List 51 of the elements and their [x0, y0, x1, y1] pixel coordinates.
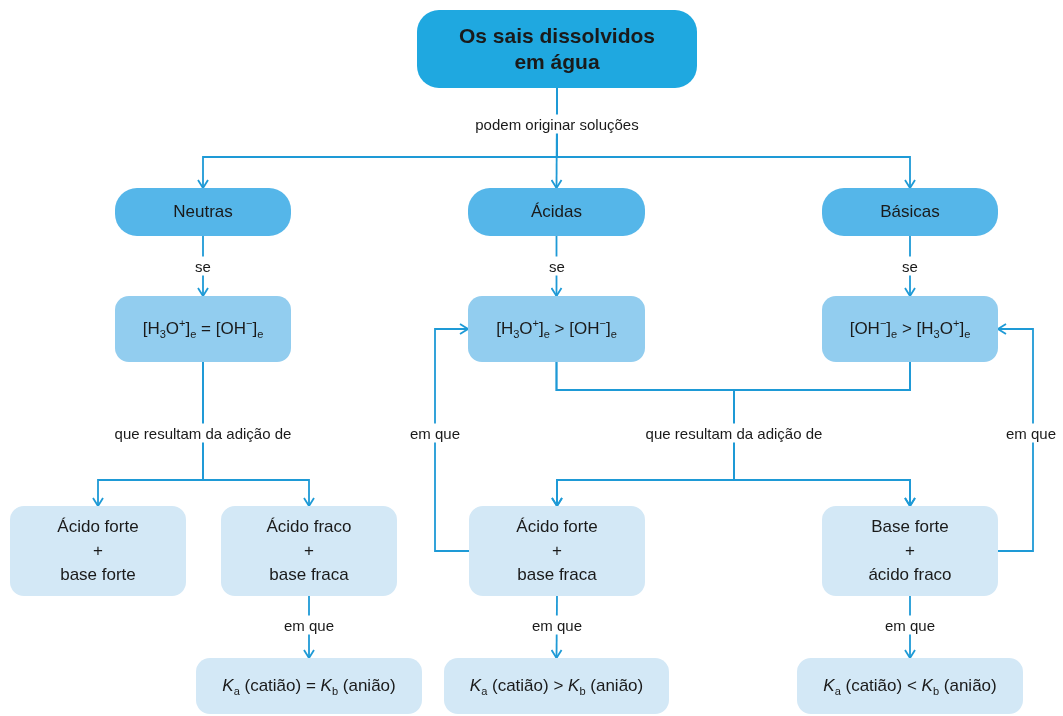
rounded-box — [822, 188, 998, 236]
rounded-box — [221, 506, 397, 596]
node-text: base fraca — [517, 563, 597, 586]
node-text: Ácidas — [531, 201, 582, 224]
edge-label: em que — [882, 615, 938, 635]
node-text: Neutras — [173, 201, 233, 224]
rounded-box — [444, 658, 669, 714]
node-text: [H$_{3}$O$^{+}$]$_{e}$ = [OH$^{−}$]$_{e}$ — [142, 317, 264, 341]
arrow — [434, 323, 470, 552]
title-box — [417, 10, 697, 88]
edge-label: se — [899, 256, 921, 276]
node-text: base fraca — [269, 563, 349, 586]
rounded-box — [10, 506, 186, 596]
rounded-box — [468, 296, 645, 362]
edge-label: se — [546, 256, 568, 276]
node-text: Base forte — [871, 516, 949, 539]
rounded-box — [115, 188, 291, 236]
node-text: [H$_{3}$O$^{+}$]$_{e}$ > [OH$^{−}$]$_{e}$ — [496, 317, 617, 341]
node-text: Ácido fraco — [266, 516, 352, 539]
edge-label: em que — [1003, 423, 1059, 443]
node-text: K$_{a}$ (catião) > K$_{b}$ (anião) — [469, 675, 644, 698]
node-text: + — [905, 540, 915, 563]
rounded-box — [469, 506, 645, 596]
node-text: ácido fraco — [868, 563, 952, 586]
node-text: base forte — [60, 563, 136, 586]
arrow — [202, 361, 315, 507]
rounded-box — [468, 188, 645, 236]
node-text: [OH$^{−}$]$_{e}$ > [H$_{3}$O$^{+}$]$_{e}$ — [849, 317, 971, 341]
rounded-box — [115, 296, 291, 362]
rounded-box — [822, 296, 998, 362]
rounded-box — [822, 506, 998, 596]
node-text: Ácido forte — [516, 516, 598, 539]
rounded-box — [797, 658, 1023, 714]
node-text: + — [93, 540, 103, 563]
node-text: K$_{a}$ (catião) = K$_{b}$ (anião) — [222, 675, 396, 698]
node-text: + — [552, 540, 562, 563]
edge-label: em que — [281, 615, 337, 635]
node-text: Os sais dissolvidos em água — [457, 22, 657, 75]
edge-label: se — [192, 256, 214, 276]
node-text: K$_{a}$ (catião) < K$_{b}$ (anião) — [823, 675, 997, 698]
edge-label: em que — [407, 423, 463, 443]
edge-label: em que — [529, 615, 585, 635]
arrow — [197, 235, 209, 297]
arrow — [997, 323, 1034, 552]
arrow — [550, 235, 563, 297]
arrow — [733, 361, 916, 507]
node-text: + — [304, 540, 314, 563]
arrow — [904, 235, 916, 297]
node-text: Ácido forte — [57, 516, 139, 539]
rounded-box — [196, 658, 422, 714]
node-text: Básicas — [880, 201, 940, 224]
